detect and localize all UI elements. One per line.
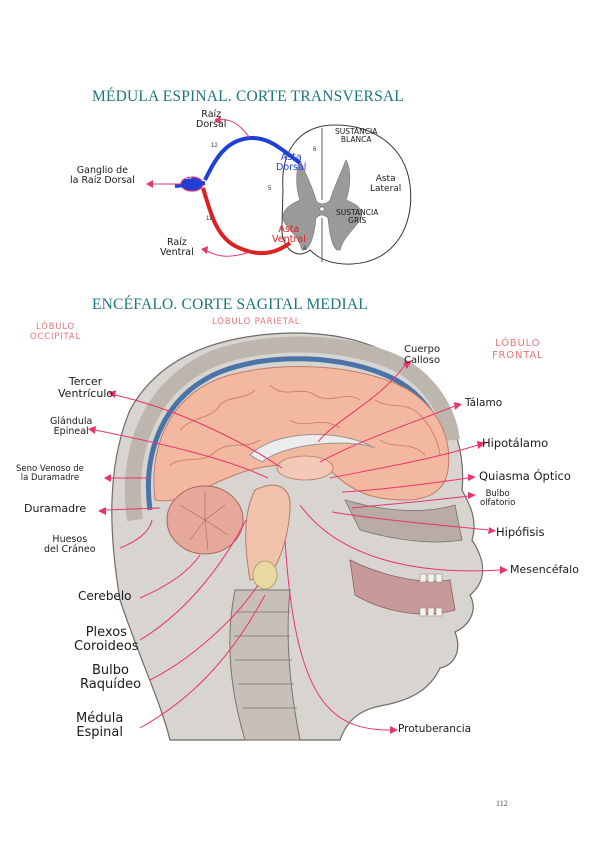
pointer-bulbo-raquideo <box>149 584 259 681</box>
label-protuberancia: Protuberancia <box>398 723 472 735</box>
corpus-callosum <box>249 434 376 463</box>
label-quiasma-optico: Quiasma Óptico <box>479 469 571 483</box>
label-hipotalamo: Hipotálamo <box>482 436 549 450</box>
pointer-tercer-ventriculo <box>114 394 283 469</box>
pointer-raiz-dorsal <box>217 119 251 139</box>
pointer-cerebelo <box>139 554 201 599</box>
brain-section-title: ENCÉFALO. CORTE SAGITAL MEDIAL <box>92 296 368 313</box>
medulla-oblongata <box>252 560 278 590</box>
brainstem <box>245 484 291 581</box>
spinal-number-13: 13 <box>185 175 192 181</box>
pointer-cuerpo-calloso <box>317 364 406 443</box>
pointer-hipofisis <box>331 511 489 531</box>
pointer-huesos <box>119 519 153 549</box>
pointer-mesencefalo <box>299 504 501 572</box>
pointer-duramadre <box>104 507 161 511</box>
label-mesencefalo: Mesencéfalo <box>510 563 579 576</box>
thalamus-region <box>276 455 334 481</box>
pointer-raiz-ventral <box>204 249 251 257</box>
oral-cavity <box>349 559 456 615</box>
label-duramadre: Duramadre <box>24 502 87 515</box>
spinal-number-11: 11 <box>206 216 213 222</box>
pointer-hipotalamo <box>329 444 479 479</box>
page-number: 112 <box>496 799 508 808</box>
spinal-column <box>229 589 301 741</box>
pointer-glandula-pineal <box>94 429 269 479</box>
spinal-number-5: 5 <box>268 186 272 192</box>
spinal-number-4: 4 <box>303 246 307 252</box>
pointer-plexos <box>139 519 247 641</box>
label-hipofisis: Hipófisis <box>496 525 545 539</box>
skull-bone <box>124 336 460 522</box>
lobe-label-parietal: LÓBULO PARIETAL <box>212 317 301 327</box>
spinal-number-6: 6 <box>313 147 317 153</box>
pointer-medula <box>139 594 266 729</box>
gray-matter-shape <box>282 159 363 251</box>
pointer-quiasma <box>341 477 469 493</box>
pointer-talamo <box>319 405 456 463</box>
label-cerebelo: Cerebelo <box>78 589 132 603</box>
ventral-root <box>201 187 292 256</box>
spinal-number-12: 12 <box>211 143 218 149</box>
pointer-bulbo-olfatorio <box>351 495 469 509</box>
label-talamo: Tálamo <box>465 397 503 409</box>
pointer-protuberancia <box>284 539 391 731</box>
spinal-section-title: MÉDULA ESPINAL. CORTE TRANSVERSAL <box>92 88 404 105</box>
